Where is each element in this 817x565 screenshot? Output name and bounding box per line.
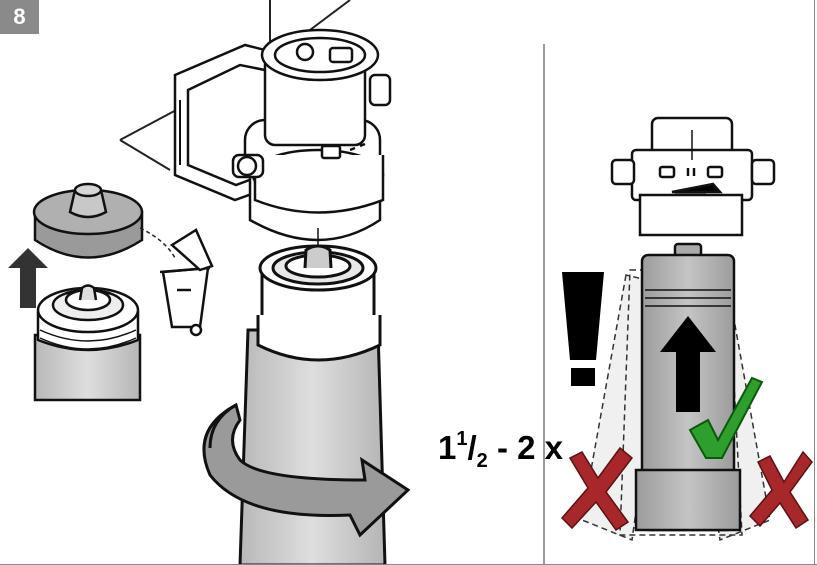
dispose-arrow — [140, 228, 175, 258]
small-cartridge — [35, 286, 140, 401]
cap-icon — [34, 184, 142, 258]
trash-bin-icon — [160, 230, 212, 335]
panel-divider — [543, 44, 545, 565]
rotation-numerator: 1 — [456, 428, 467, 450]
rotation-denominator: 2 — [477, 450, 488, 472]
filter-head — [175, 30, 390, 240]
rotation-range: - 2 x — [497, 429, 563, 466]
up-arrow-icon — [8, 248, 48, 308]
rotation-whole: 1 — [438, 429, 456, 466]
exclamation-icon — [562, 272, 604, 386]
right-filter-head — [612, 118, 774, 235]
frame-right-border — [814, 0, 815, 565]
